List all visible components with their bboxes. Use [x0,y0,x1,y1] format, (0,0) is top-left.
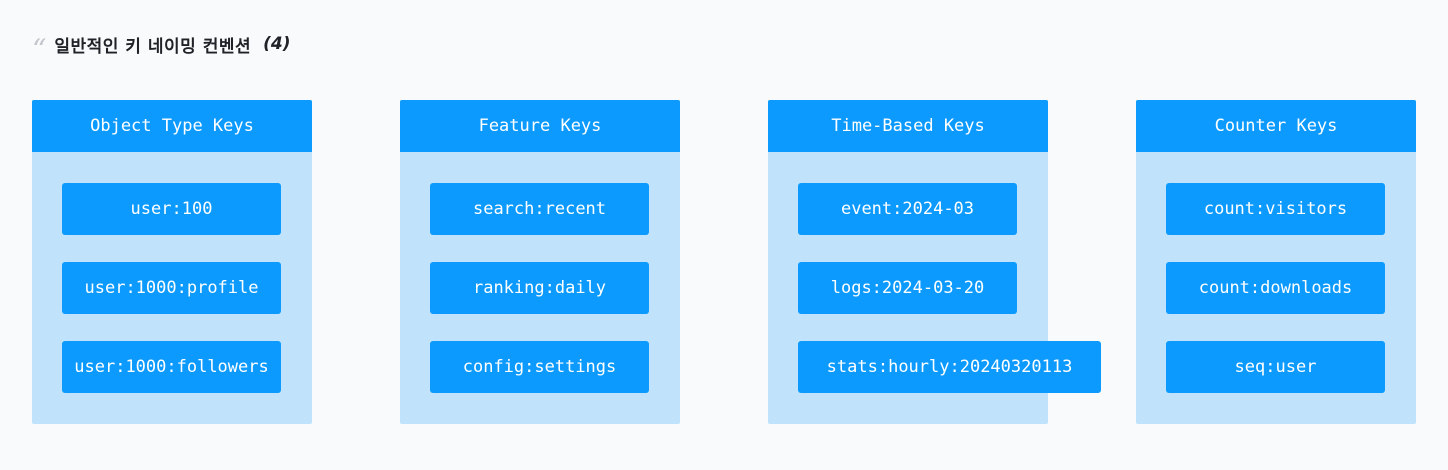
key-item: count:visitors [1166,183,1385,235]
key-item: ranking:daily [430,262,649,314]
key-item: user:100 [62,183,281,235]
section-count: (4) [263,34,291,54]
key-item: search:recent [430,183,649,235]
column-header: Object Type Keys [32,100,312,152]
key-item: logs:2024-03-20 [798,262,1017,314]
section-title: 일반적인 키 네이밍 컨벤션 [54,36,252,57]
column-time-based-keys: Time-Based Keys event:2024-03 logs:2024-… [768,100,1101,424]
quote-icon: “ [32,33,47,66]
key-item: stats:hourly:20240320113 [798,341,1101,393]
key-item: user:1000:followers [62,341,281,393]
section-heading: “ 일반적인 키 네이밍 컨벤션 (4) [32,32,291,64]
key-item: event:2024-03 [798,183,1017,235]
column-feature-keys: Feature Keys search:recent ranking:daily… [400,100,680,424]
key-item: user:1000:profile [62,262,281,314]
column-header: Time-Based Keys [768,100,1048,152]
column-header: Feature Keys [400,100,680,152]
key-item: config:settings [430,341,649,393]
key-item: seq:user [1166,341,1385,393]
key-item: count:downloads [1166,262,1385,314]
column-header: Counter Keys [1136,100,1416,152]
column-counter-keys: Counter Keys count:visitors count:downlo… [1136,100,1416,424]
column-object-type-keys: Object Type Keys user:100 user:1000:prof… [32,100,312,424]
